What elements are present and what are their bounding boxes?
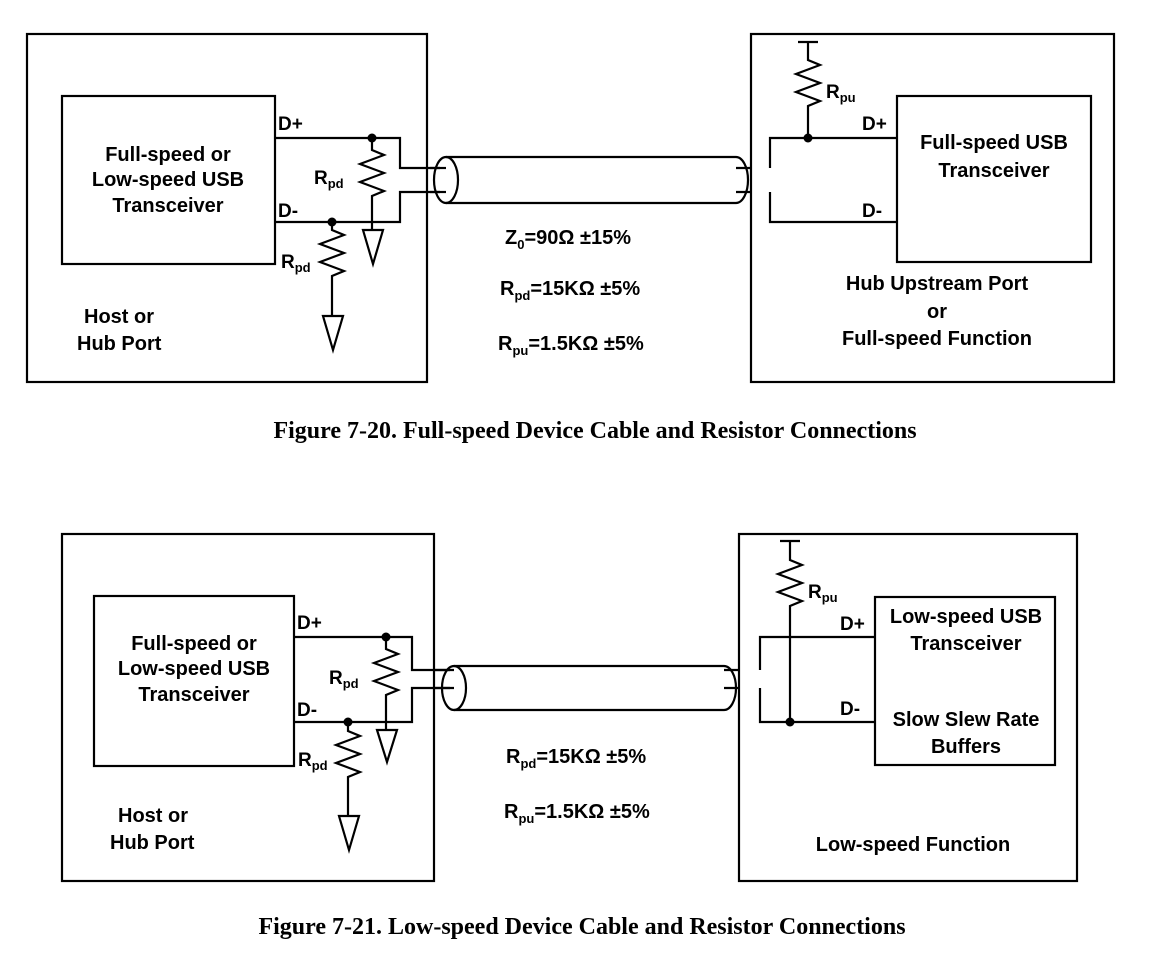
device-d-minus-wire (768, 192, 897, 224)
ground-symbol (375, 728, 399, 766)
spec-rpd: Rpd=15KΩ ±5% (500, 278, 640, 303)
host-port-label-line1: Host or (118, 805, 188, 827)
spec-rpu: Rpu=1.5KΩ ±5% (504, 801, 650, 826)
ground-symbol (337, 814, 361, 854)
figure-7-21-caption: Figure 7-21. Low-speed Device Cable and … (258, 914, 905, 940)
host-transceiver-label-line3: Transceiver (138, 684, 249, 706)
ground-symbol (361, 228, 385, 268)
rpd-label-dplus: Rpd (314, 168, 344, 191)
device-d-plus-label: D+ (840, 614, 865, 635)
rpd-resistor-dminus (332, 722, 364, 816)
figure-7-20: Full-speed or Low-speed USB Transceiver … (25, 32, 1116, 384)
host-port-label-line1: Host or (84, 306, 154, 328)
twisted-pair-cable (430, 155, 770, 205)
device-d-minus-wire (758, 688, 875, 724)
junction-dot (785, 717, 795, 727)
device-box-label-line2: or (927, 301, 947, 323)
spec-rpu: Rpu=1.5KΩ ±5% (498, 333, 644, 358)
host-d-plus-wire (275, 136, 440, 170)
device-transceiver-box (873, 595, 1057, 767)
host-transceiver-label-line2: Low-speed USB (118, 658, 270, 680)
host-d-minus-label: D- (297, 700, 317, 721)
ground-symbol (321, 314, 345, 354)
host-d-minus-wire (275, 190, 440, 224)
host-port-label-line2: Hub Port (110, 832, 195, 854)
twisted-pair-cable (434, 664, 760, 712)
host-transceiver-box (60, 94, 277, 266)
device-transceiver-label-line1: Low-speed USB (890, 606, 1042, 628)
figure-7-21: Full-speed or Low-speed USB Transceiver … (60, 532, 1079, 883)
spec-z0: Z0=90Ω ±15% (505, 227, 631, 252)
host-transceiver-label-line2: Low-speed USB (92, 169, 244, 191)
host-transceiver-label-line1: Full-speed or (105, 144, 231, 166)
host-transceiver-label-line1: Full-speed or (131, 633, 257, 655)
host-d-plus-label: D+ (278, 114, 303, 135)
device-transceiver-box (895, 94, 1093, 264)
device-transceiver-label-line2: Transceiver (938, 160, 1049, 182)
host-transceiver-box (92, 594, 296, 768)
host-transceiver-label-line3: Transceiver (112, 195, 223, 217)
device-box-label: Low-speed Function (816, 834, 1010, 856)
rpu-resistor (792, 40, 824, 138)
rpd-label-dminus: Rpd (298, 750, 328, 773)
device-transceiver-label-line1: Full-speed USB (920, 132, 1068, 154)
rpu-label: Rpu (826, 82, 856, 105)
host-d-minus-wire (294, 686, 450, 724)
host-d-plus-label: D+ (297, 613, 322, 634)
host-d-minus-label: D- (278, 201, 298, 222)
rpu-resistor (774, 539, 806, 722)
device-d-plus-wire (768, 136, 897, 168)
device-d-plus-label: D+ (862, 114, 887, 135)
rpd-label-dminus: Rpd (281, 252, 311, 275)
figure-7-20-caption: Figure 7-20. Full-speed Device Cable and… (273, 418, 916, 444)
host-d-plus-wire (294, 635, 450, 672)
device-d-plus-wire (758, 635, 875, 670)
rpu-label: Rpu (808, 582, 838, 605)
device-buffers-label-line2: Buffers (931, 736, 1001, 758)
device-box-label-line1: Hub Upstream Port (846, 273, 1029, 295)
device-d-minus-label: D- (862, 201, 882, 222)
rpd-resistor-dplus (370, 637, 402, 730)
device-box-label-line3: Full-speed Function (842, 328, 1032, 350)
junction-dot (803, 133, 813, 143)
spec-rpd: Rpd=15KΩ ±5% (506, 746, 646, 771)
device-transceiver-label-line2: Transceiver (910, 633, 1021, 655)
device-d-minus-label: D- (840, 699, 860, 720)
device-buffers-label-line1: Slow Slew Rate (893, 709, 1040, 731)
rpd-resistor-dminus (316, 222, 348, 316)
rpd-resistor-dplus (356, 138, 388, 230)
host-port-label-line2: Hub Port (77, 333, 162, 355)
rpd-label-dplus: Rpd (329, 668, 359, 691)
